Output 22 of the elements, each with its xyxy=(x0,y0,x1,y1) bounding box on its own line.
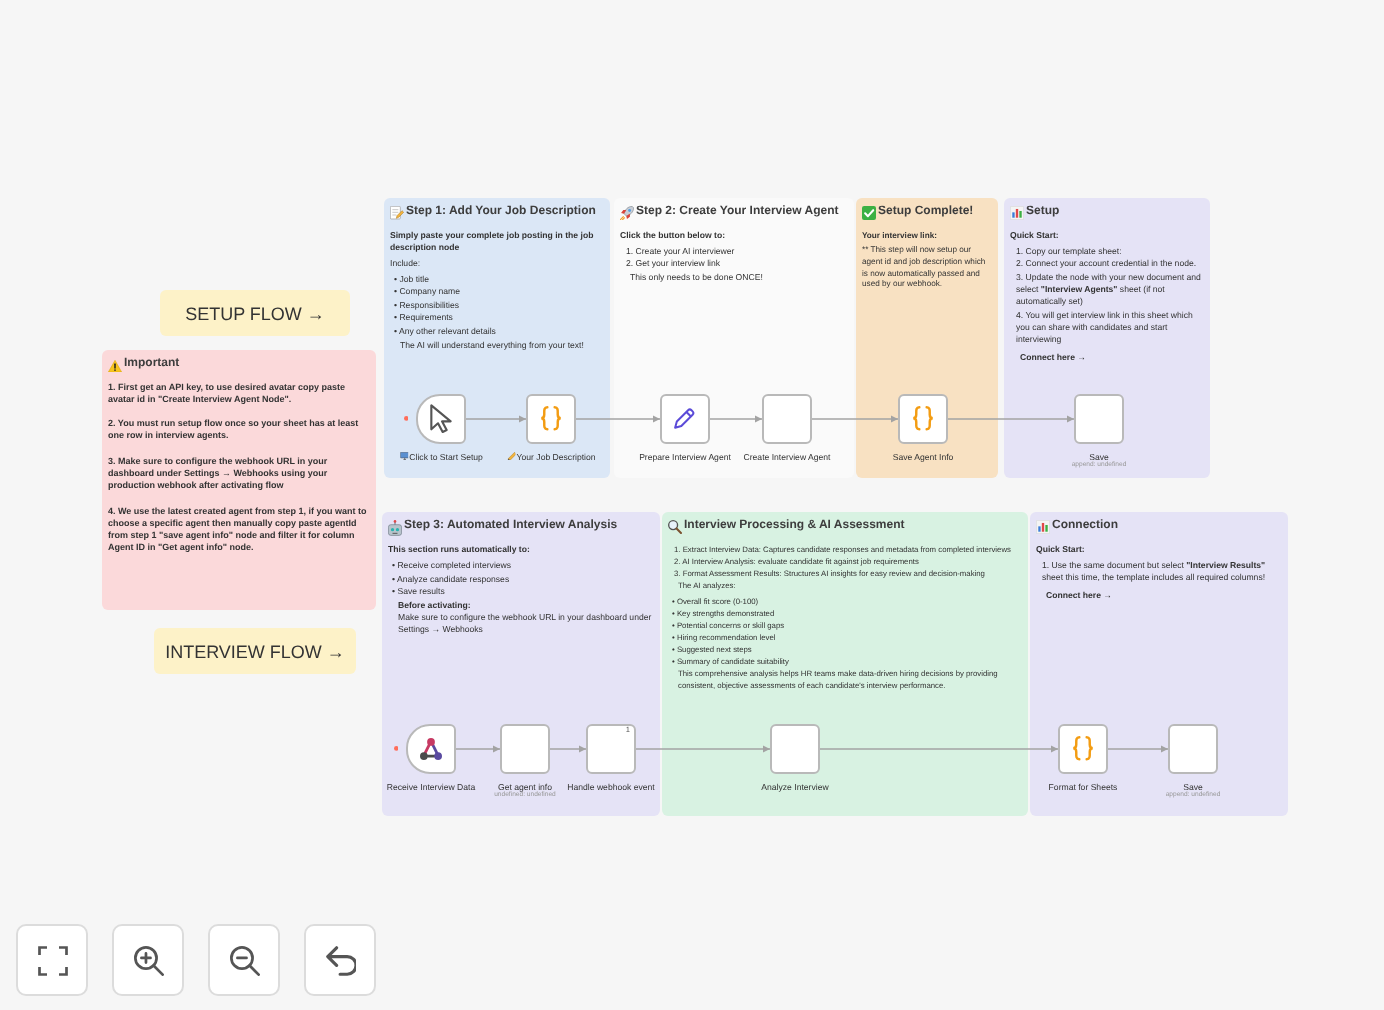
connector-arrow xyxy=(819,745,1059,753)
connector-arrow xyxy=(635,745,771,753)
connector-arrow xyxy=(575,415,661,423)
connector-arrow xyxy=(1107,745,1169,753)
sticky-note xyxy=(1004,198,1210,478)
connector-arrow xyxy=(549,745,587,753)
sticky-note xyxy=(154,628,356,674)
connector-arrow xyxy=(465,415,527,423)
sticky-note xyxy=(160,290,350,336)
sticky-note xyxy=(1030,512,1288,816)
flow-heading: INTERVIEW FLOW → xyxy=(165,641,345,661)
sticky-note xyxy=(102,350,376,610)
sticky-note xyxy=(856,198,998,478)
connector-arrow xyxy=(455,745,501,753)
sticky-note xyxy=(614,198,854,478)
connector-arrow xyxy=(947,415,1075,423)
sticky-note xyxy=(384,198,610,478)
connector-arrow xyxy=(709,415,763,423)
sticky-note xyxy=(382,512,660,816)
connector-arrow xyxy=(811,415,899,423)
flow-heading: SETUP FLOW → xyxy=(185,303,325,323)
sticky-note xyxy=(662,512,1028,816)
